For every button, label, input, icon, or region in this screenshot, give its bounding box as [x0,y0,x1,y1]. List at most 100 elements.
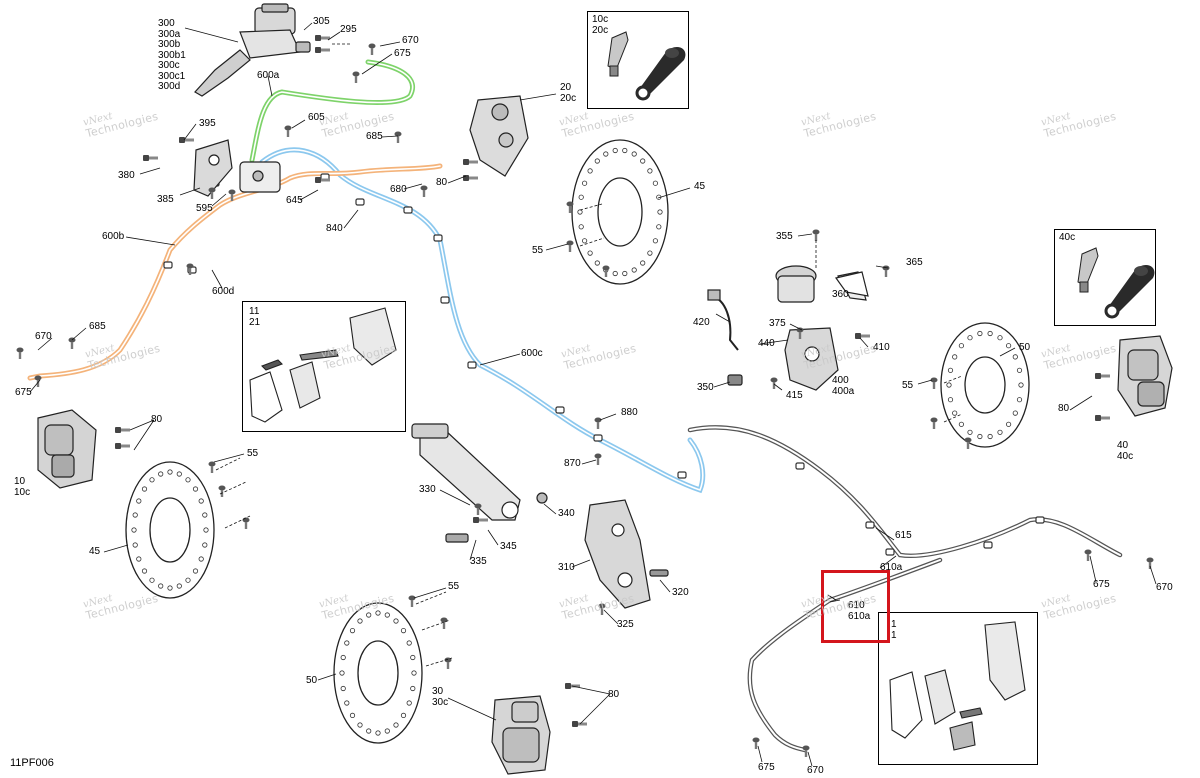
callout-670-top[interactable]: 670 [402,35,419,46]
disc-hole [1016,367,1023,373]
callout-675-top[interactable]: 675 [394,48,411,59]
callout-395[interactable]: 395 [199,118,216,129]
disc-hole [192,486,199,492]
callout-675-right[interactable]: 675 [1093,579,1110,590]
disc-hole [158,471,164,477]
callout-10[interactable]: 10 10c [14,476,30,498]
callout-310[interactable]: 310 [558,562,575,573]
callout-610[interactable]: 610 610a [848,600,870,622]
disc-hole [612,147,618,154]
callout-600b[interactable]: 600b [102,231,125,242]
inset-label-bleeder-right: 40c [1059,232,1076,243]
callout-55-left[interactable]: 55 [247,448,259,459]
disc-hole [656,224,662,230]
callout-50-bottom[interactable]: 50 [306,675,318,686]
callout-45-left[interactable]: 45 [89,546,101,557]
callout-670-bottom[interactable]: 670 [807,765,824,776]
disc-hole [375,730,381,736]
disc-hole [647,168,653,174]
callout-30[interactable]: 30 30c [432,686,449,708]
callout-680[interactable]: 680 [390,184,407,195]
callout-40[interactable]: 40 40c [1117,440,1133,462]
callout-340[interactable]: 340 [558,508,575,519]
disc-hole [384,728,390,734]
disc-hole [997,335,1003,341]
callout-380[interactable]: 380 [118,170,135,181]
callout-385[interactable]: 385 [157,194,174,205]
callout-300-line: 300c1 [158,70,186,82]
disc-hole [967,335,973,341]
disc-hole [594,260,600,266]
callout-360[interactable]: 360 [832,289,849,300]
callout-440[interactable]: 440 [758,338,775,349]
disc-hole [136,556,142,562]
callout-30-line: 30c [432,696,449,708]
disc-hole [400,627,407,634]
highlight-box-610[interactable] [821,570,890,643]
callout-610a-top[interactable]: 610a [880,562,903,573]
pads-inset-right [878,612,1038,765]
callout-20[interactable]: 20 20c [560,82,576,104]
callout-345[interactable]: 345 [500,541,517,552]
callout-870[interactable]: 870 [564,458,581,469]
callout-600a[interactable]: 600a [257,70,280,81]
callout-300-line: 300a [158,28,181,40]
callout-305[interactable]: 305 [313,16,330,27]
disc-hole [603,151,609,157]
callout-330[interactable]: 330 [419,484,436,495]
disc-holes [131,147,1024,736]
callout-50-right[interactable]: 50 [1019,342,1031,353]
callout-605[interactable]: 605 [308,112,325,123]
disc-hole [406,700,412,706]
disc-hole [192,568,199,574]
callout-610-line: 610 [848,600,865,611]
callout-55-right[interactable]: 55 [532,245,544,256]
disc-hole [393,722,399,728]
disc-hole [202,512,208,518]
callout-595[interactable]: 595 [196,203,213,214]
callout-600c[interactable]: 600c [521,348,543,359]
callout-335[interactable]: 335 [470,556,487,567]
callout-55-far[interactable]: 55 [902,380,914,391]
disc-hole [967,429,973,435]
disc-hole [622,147,628,154]
callout-375[interactable]: 375 [769,318,786,329]
callout-840[interactable]: 840 [326,223,343,234]
callout-295[interactable]: 295 [340,24,357,35]
callout-685-left[interactable]: 685 [89,321,106,332]
callout-670-left[interactable]: 670 [35,331,52,342]
disc-hole [946,382,952,388]
callout-600d[interactable]: 600d [212,286,235,297]
lever-bracket [193,139,233,197]
disc-hole [1018,382,1024,388]
callout-675-bottom[interactable]: 675 [758,762,775,773]
callout-880[interactable]: 880 [621,407,638,418]
callout-325[interactable]: 325 [617,619,634,630]
callout-420[interactable]: 420 [693,317,710,328]
callout-410[interactable]: 410 [873,342,890,353]
callout-45-right[interactable]: 45 [694,181,706,192]
callout-615[interactable]: 615 [895,530,912,541]
callout-350[interactable]: 350 [697,382,714,393]
callout-400[interactable]: 400 400a [832,375,854,397]
callout-55-bottom[interactable]: 55 [448,581,460,592]
callout-80-left[interactable]: 80 [151,414,163,425]
callout-685-top[interactable]: 685 [366,131,383,142]
callout-80-far[interactable]: 80 [1058,403,1070,414]
callout-355[interactable]: 355 [776,231,793,242]
disc-hole [410,685,416,692]
callout-300[interactable]: 300 300a 300b 300b1 300c 300c1 300d [158,18,186,93]
callout-320[interactable]: 320 [672,587,689,598]
callout-80-bottom[interactable]: 80 [608,689,620,700]
callout-415[interactable]: 415 [786,390,803,401]
front-master-cylinder [194,3,311,97]
callout-80-top[interactable]: 80 [436,177,448,188]
bleeder-inset-top [587,11,689,109]
callout-670-right[interactable]: 670 [1156,582,1173,593]
callout-365[interactable]: 365 [906,257,923,268]
callout-675-left[interactable]: 675 [15,387,32,398]
disc-hole [652,180,659,186]
disc-hole [339,670,345,676]
callout-645[interactable]: 645 [286,195,303,206]
disc-hole [640,158,646,164]
